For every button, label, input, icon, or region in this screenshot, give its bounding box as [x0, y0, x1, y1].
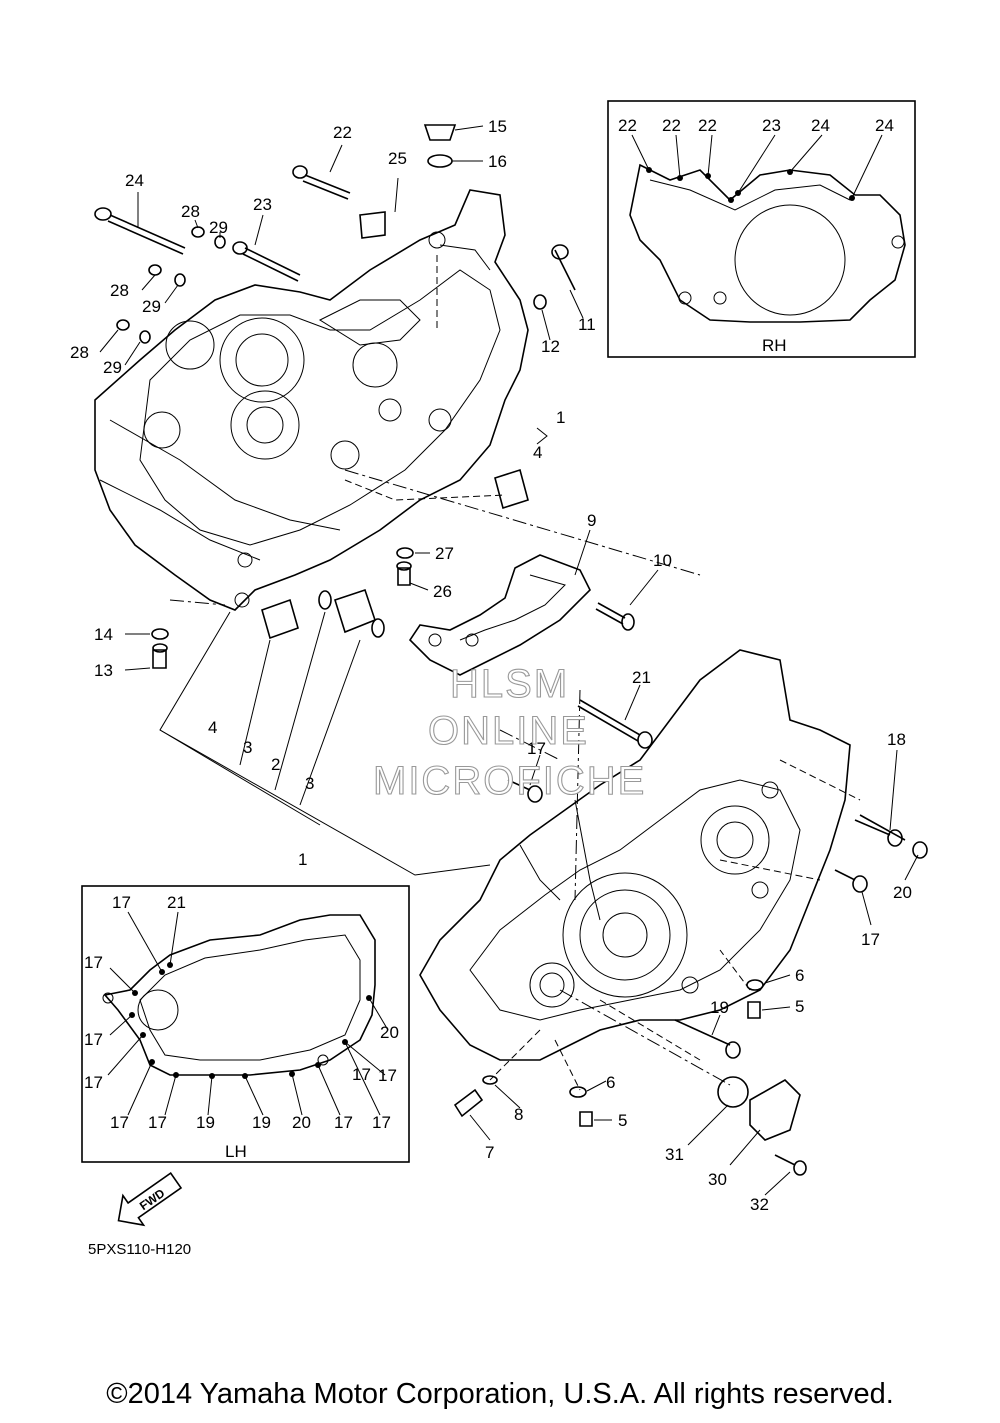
callout: 8	[514, 1105, 523, 1124]
callout: 27	[435, 544, 454, 563]
lh-label: 17	[148, 1113, 167, 1132]
callout: 28	[70, 343, 89, 362]
callout: 1	[556, 408, 565, 427]
rh-label: 24	[811, 116, 830, 135]
lh-label: 17	[84, 1073, 103, 1092]
callout: 2	[271, 755, 280, 774]
callout: 5	[618, 1111, 627, 1130]
lh-label: 17	[372, 1113, 391, 1132]
callout: 24	[125, 171, 144, 190]
callout: 19	[710, 998, 729, 1017]
callout: 11	[578, 315, 596, 334]
lh-label: 19	[252, 1113, 271, 1132]
copyright-notice: ©2014 Yamaha Motor Corporation, U.S.A. A…	[106, 1378, 894, 1410]
lh-inset: 17 21 17 17 17 20 17 17 17 17 19 19 20 1…	[81, 885, 410, 1163]
watermark-line: ONLINE	[428, 709, 589, 753]
lh-label: 17	[84, 1030, 103, 1049]
callout: 32	[750, 1195, 769, 1214]
watermark: HLSM ONLINE MICROFICHE	[372, 661, 646, 803]
lh-label: 20	[292, 1113, 311, 1132]
callout: 3	[305, 774, 314, 793]
lh-label: 20	[380, 1023, 399, 1042]
fwd-label: FWD	[137, 1186, 168, 1213]
lh-label: 17	[352, 1065, 371, 1084]
callout: 28	[110, 281, 129, 300]
rh-inset-title: RH	[762, 336, 787, 355]
rh-label: 22	[698, 116, 717, 135]
watermark-line: MICROFICHE	[373, 759, 646, 803]
callout: 20	[893, 883, 912, 902]
fwd-arrow: FWD	[117, 1172, 183, 1227]
rh-label: 22	[618, 116, 637, 135]
callout: 6	[606, 1073, 615, 1092]
lh-label: 17	[110, 1113, 129, 1132]
callout: 1	[298, 850, 307, 869]
callout: 30	[708, 1170, 727, 1189]
callout: 28	[181, 202, 200, 221]
callout: 29	[142, 297, 161, 316]
callout: 29	[209, 218, 228, 237]
callout: 26	[433, 582, 452, 601]
assembly-lines	[169, 255, 861, 1091]
part1-bracket	[159, 427, 548, 876]
callout: 21	[632, 668, 651, 687]
callout: 6	[795, 966, 804, 985]
callout: 31	[665, 1145, 684, 1164]
rh-label: 24	[875, 116, 894, 135]
callout-labels: 22 15 16 25 24 28 29 23 28 29 12 11 28 2…	[70, 117, 912, 1214]
callout: 18	[887, 730, 906, 749]
callout: 25	[388, 149, 407, 168]
rh-inset: 22 22 22 23 24 24 RH	[607, 100, 916, 358]
callout: 23	[253, 195, 272, 214]
lh-label: 17	[112, 893, 131, 912]
lh-label: 17	[334, 1113, 353, 1132]
lh-inset-title: LH	[225, 1142, 247, 1161]
callout: 17	[861, 930, 880, 949]
callout: 4	[208, 718, 217, 737]
small-parts	[94, 124, 928, 1176]
callout: 9	[587, 511, 596, 530]
lh-label: 17	[84, 953, 103, 972]
callout: 3	[243, 738, 252, 757]
callout: 22	[333, 123, 352, 142]
watermark-line: HLSM	[450, 662, 569, 706]
callout: 14	[94, 625, 113, 644]
callout: 15	[488, 117, 507, 136]
lh-label: 21	[167, 893, 186, 912]
callout: 17	[527, 739, 546, 758]
callout: 16	[488, 152, 507, 171]
callout: 10	[653, 551, 672, 570]
left-crankcase-half	[94, 189, 529, 611]
lh-label: 17	[378, 1066, 397, 1085]
bearing-housing	[408, 554, 591, 676]
callout: 13	[94, 661, 113, 680]
callout: 4	[533, 443, 542, 462]
callout: 29	[103, 358, 122, 377]
callout: 5	[795, 997, 804, 1016]
leader-lines	[99, 125, 919, 1196]
callout: 12	[541, 337, 560, 356]
callout: 7	[485, 1143, 494, 1162]
right-crankcase-half	[419, 649, 851, 1061]
diagram-code: 5PXS110-H120	[88, 1241, 191, 1258]
lh-label: 19	[196, 1113, 215, 1132]
rh-label: 23	[762, 116, 781, 135]
rh-label: 22	[662, 116, 681, 135]
